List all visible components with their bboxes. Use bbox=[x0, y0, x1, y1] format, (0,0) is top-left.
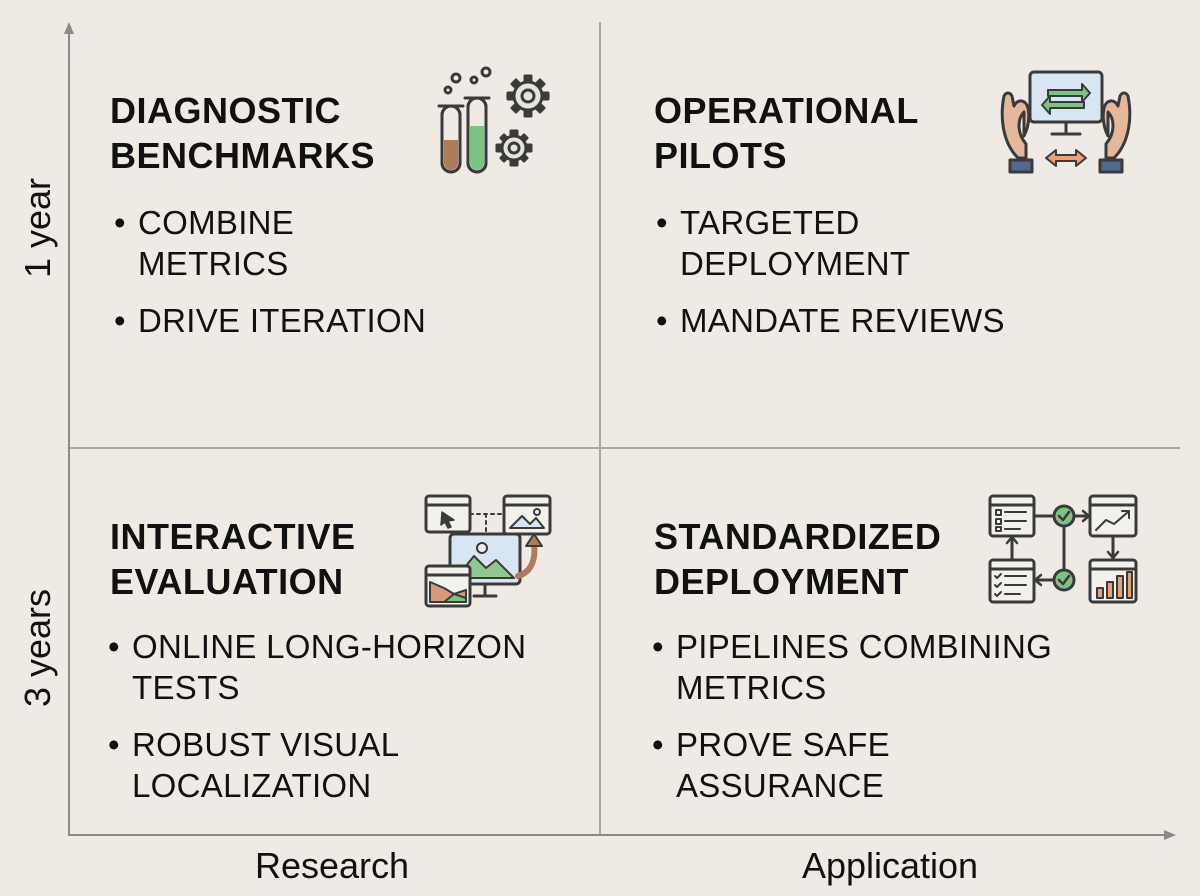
quadrant-title: DIAGNOSTIC BENCHMARKS bbox=[110, 90, 375, 176]
x-axis-label-right: Application bbox=[801, 845, 979, 886]
bullet-item: TARGETED DEPLOYMENT bbox=[656, 202, 1005, 284]
bullet-item: ONLINE LONG-HORIZON TESTS bbox=[108, 626, 526, 708]
vertical-divider bbox=[599, 22, 601, 834]
bullet-list: ONLINE LONG-HORIZON TESTS ROBUST VISUAL … bbox=[108, 626, 526, 822]
bullet-list: TARGETED DEPLOYMENT MANDATE REVIEWS bbox=[656, 202, 1005, 357]
y-axis-arrow-icon bbox=[64, 22, 74, 34]
bullet-item: PROVE SAFE ASSURANCE bbox=[652, 724, 1052, 806]
bullet-item: MANDATE REVIEWS bbox=[656, 300, 1005, 341]
hands-monitor-exchange-icon bbox=[1000, 70, 1132, 174]
interactive-windows-icon bbox=[424, 494, 552, 608]
bullet-list: COMBINE METRICS DRIVE ITERATION bbox=[114, 202, 426, 357]
lab-tubes-gears-icon bbox=[437, 66, 550, 174]
y-axis bbox=[68, 32, 70, 836]
quadrant-title: STANDARDIZED DEPLOYMENT bbox=[654, 516, 942, 602]
bullet-item: ROBUST VISUAL LOCALIZATION bbox=[108, 724, 526, 806]
x-axis-arrow-icon bbox=[1164, 830, 1176, 840]
x-axis-label-left: Research bbox=[254, 845, 410, 886]
bullet-item: PIPELINES COMBINING METRICS bbox=[652, 626, 1052, 708]
horizontal-divider bbox=[70, 447, 1180, 449]
bullet-list: PIPELINES COMBINING METRICS PROVE SAFE A… bbox=[652, 626, 1052, 822]
x-axis bbox=[68, 834, 1168, 836]
y-axis-label-top: 1 year bbox=[17, 177, 58, 279]
pipeline-flow-icon bbox=[988, 494, 1138, 604]
bullet-item: DRIVE ITERATION bbox=[114, 300, 426, 341]
bullet-item: COMBINE METRICS bbox=[114, 202, 426, 284]
quadrant-title: OPERATIONAL PILOTS bbox=[654, 90, 919, 176]
y-axis-label-bottom: 3 years bbox=[17, 588, 58, 708]
quadrant-title: INTERACTIVE EVALUATION bbox=[110, 516, 356, 602]
